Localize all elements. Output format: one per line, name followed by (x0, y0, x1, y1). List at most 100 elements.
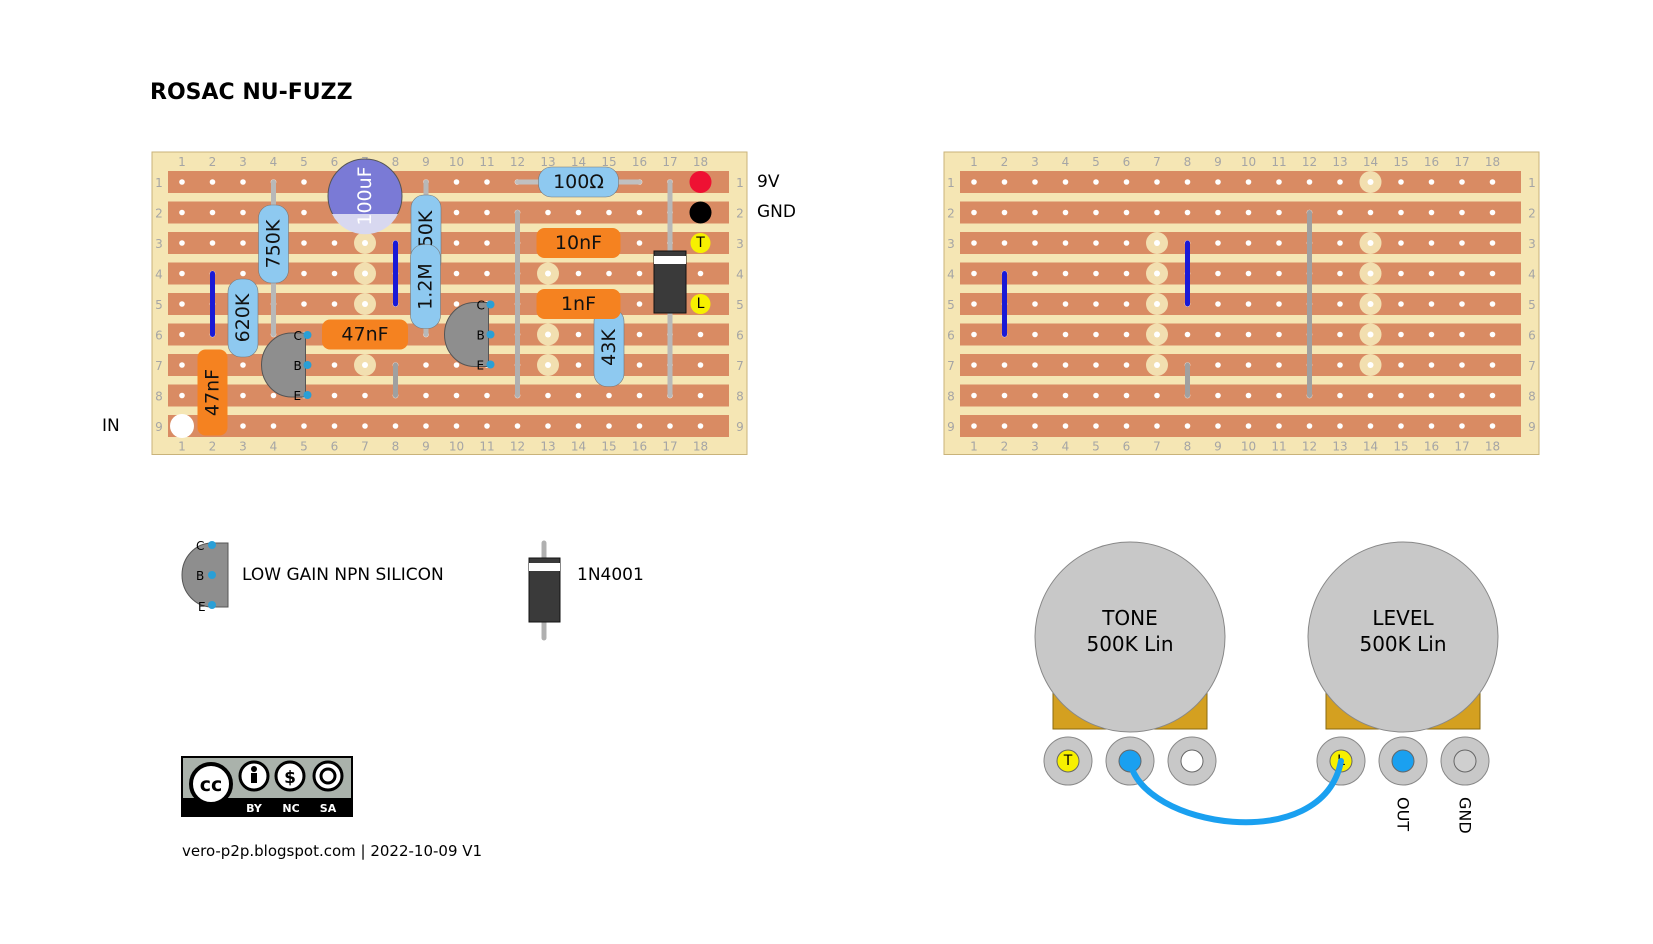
left-hole (331, 362, 338, 368)
diode-band (654, 256, 686, 264)
left-hole (697, 423, 704, 429)
right-hole (1459, 423, 1465, 429)
right-hole (1123, 423, 1130, 429)
left-hole (453, 301, 460, 307)
transistor-q1: CBE (261, 329, 312, 403)
right-hole (1459, 209, 1465, 216)
right-hole (971, 209, 977, 216)
left-col-label: 6 (331, 440, 339, 454)
right-hole (1489, 209, 1496, 216)
right-col-label: 9 (1214, 440, 1222, 454)
resistor-750k-a-body (258, 204, 289, 284)
right-row-label: 3 (947, 237, 955, 251)
right-col-label: 5 (1092, 155, 1100, 169)
pin-b-label: B (196, 569, 204, 583)
right-hole (1489, 423, 1496, 429)
left-hole (575, 209, 582, 216)
right-copper-strip (960, 232, 1521, 254)
right-hole (1245, 331, 1252, 338)
right-hole (1398, 423, 1404, 429)
right-col-label: 13 (1332, 155, 1347, 169)
right-hole (971, 392, 977, 399)
left-hole (545, 423, 551, 429)
right-col-label: 9 (1214, 155, 1222, 169)
right-col-label: 8 (1184, 155, 1192, 169)
right-hole (1489, 392, 1496, 399)
left-copper-strip (168, 201, 729, 224)
pot-lug-pad (1056, 749, 1080, 773)
right-hole (1245, 240, 1252, 246)
right-hole (1398, 240, 1404, 246)
right-hole (1032, 209, 1038, 216)
left-hole (636, 362, 643, 368)
pot-name: LEVEL (1372, 606, 1434, 630)
right-hole (971, 240, 977, 246)
left-row-label: 1 (736, 176, 744, 190)
right-copper-strip (960, 201, 1521, 224)
left-hole (209, 179, 216, 185)
legend-diode-label: 1N4001 (577, 565, 644, 585)
right-hole (1337, 270, 1343, 277)
transistor-q2-pin-c (486, 300, 495, 309)
right-hole (1184, 179, 1191, 185)
transistor-q2-pin-c-label: C (477, 299, 485, 313)
pad-9v (689, 171, 712, 193)
cap-10nf-body (536, 228, 621, 258)
pot-lug-pad (1180, 749, 1204, 773)
right-hole (1032, 362, 1038, 368)
left-hole (484, 179, 490, 185)
right-col-label: 10 (1241, 440, 1256, 454)
resistor-100-body (538, 166, 619, 198)
right-hole (1093, 362, 1099, 368)
transistor-q1-pin-e-label: E (294, 389, 302, 403)
left-row-label: 6 (736, 329, 744, 343)
right-hole (1123, 301, 1130, 307)
right-hole (1093, 301, 1099, 307)
right-row-label: 1 (1528, 176, 1536, 190)
right-hole (1276, 240, 1282, 246)
right-copper-strip (960, 262, 1521, 285)
left-row-label: 2 (155, 207, 163, 221)
right-col-label: 17 (1454, 440, 1469, 454)
left-hole (301, 423, 307, 429)
right-row-label: 6 (1528, 329, 1536, 343)
right-col-label: 14 (1363, 440, 1378, 454)
left-hole (209, 240, 216, 246)
left-hole (453, 179, 460, 185)
left-col-label: 13 (540, 155, 555, 169)
right-hole (1276, 301, 1282, 307)
left-hole (179, 179, 185, 185)
right-hole (1001, 362, 1008, 368)
resistor-1-2m-label: 1.2M (415, 263, 437, 310)
cap-100uf-label: 100uF (354, 166, 376, 225)
right-hole (1093, 331, 1099, 338)
share-alike-icon (312, 760, 344, 792)
right-col-label: 3 (1031, 155, 1039, 169)
left-col-label: 15 (601, 440, 616, 454)
left-hole (606, 423, 612, 429)
right-hole (1184, 423, 1191, 429)
left-col-label: 14 (571, 155, 586, 169)
left-col-label: 16 (632, 440, 647, 454)
cap-47nf-a-body (322, 319, 408, 350)
right-col-label: 13 (1332, 440, 1347, 454)
left-col-label: 5 (300, 155, 308, 169)
right-col-label: 7 (1153, 440, 1161, 454)
left-hole (484, 209, 490, 216)
left-hole (453, 362, 460, 368)
right-row-label: 7 (1528, 359, 1536, 373)
left-hole (392, 423, 399, 429)
right-hole (1245, 392, 1252, 399)
left-hole (423, 423, 429, 429)
left-col-label: 5 (300, 440, 308, 454)
label-in: IN (102, 416, 120, 436)
left-copper-strip (168, 262, 729, 285)
left-col-label: 17 (662, 155, 677, 169)
right-hole (1215, 209, 1221, 216)
right-hole (1428, 301, 1435, 307)
left-hole (301, 270, 307, 277)
right-hole (1367, 392, 1374, 399)
right-hole (1215, 240, 1221, 246)
transistor-q2: CBE (444, 299, 495, 373)
